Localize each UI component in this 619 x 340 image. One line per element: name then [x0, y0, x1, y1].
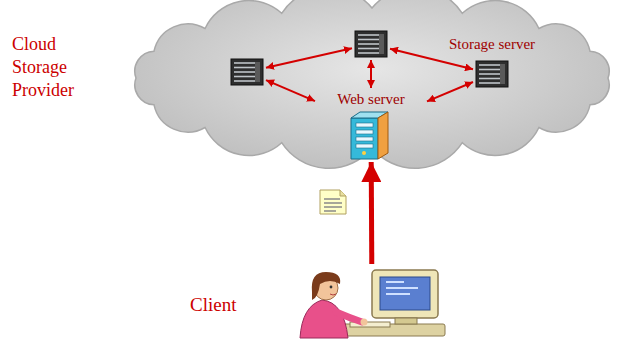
upload-arrow	[369, 162, 375, 264]
cloud-shape	[135, 0, 609, 168]
link-arrow	[427, 82, 473, 101]
web-server-tower	[348, 110, 394, 160]
server-icon	[475, 60, 509, 88]
server-label: Web server	[317, 90, 425, 108]
web-server: Web server	[317, 90, 425, 160]
client-label: Client	[190, 294, 236, 316]
provider-label: Cloud Storage Provider	[12, 33, 96, 102]
storage-server-icon: Storage server	[475, 60, 509, 88]
link-arrow	[370, 60, 372, 88]
server-label: Storage server	[449, 35, 535, 53]
client-workstation: Client	[294, 266, 450, 338]
server-icon	[354, 30, 388, 58]
cloud-provider-region: Cloud Storage ProviderStorage serverWeb …	[130, 2, 615, 154]
storage-server-icon	[354, 30, 388, 58]
document-icon	[320, 190, 346, 214]
storage-server-icon	[230, 58, 264, 86]
link-arrow	[266, 48, 352, 67]
server-icon	[230, 58, 264, 86]
link-arrow	[266, 80, 315, 101]
client-illustration	[300, 270, 445, 338]
